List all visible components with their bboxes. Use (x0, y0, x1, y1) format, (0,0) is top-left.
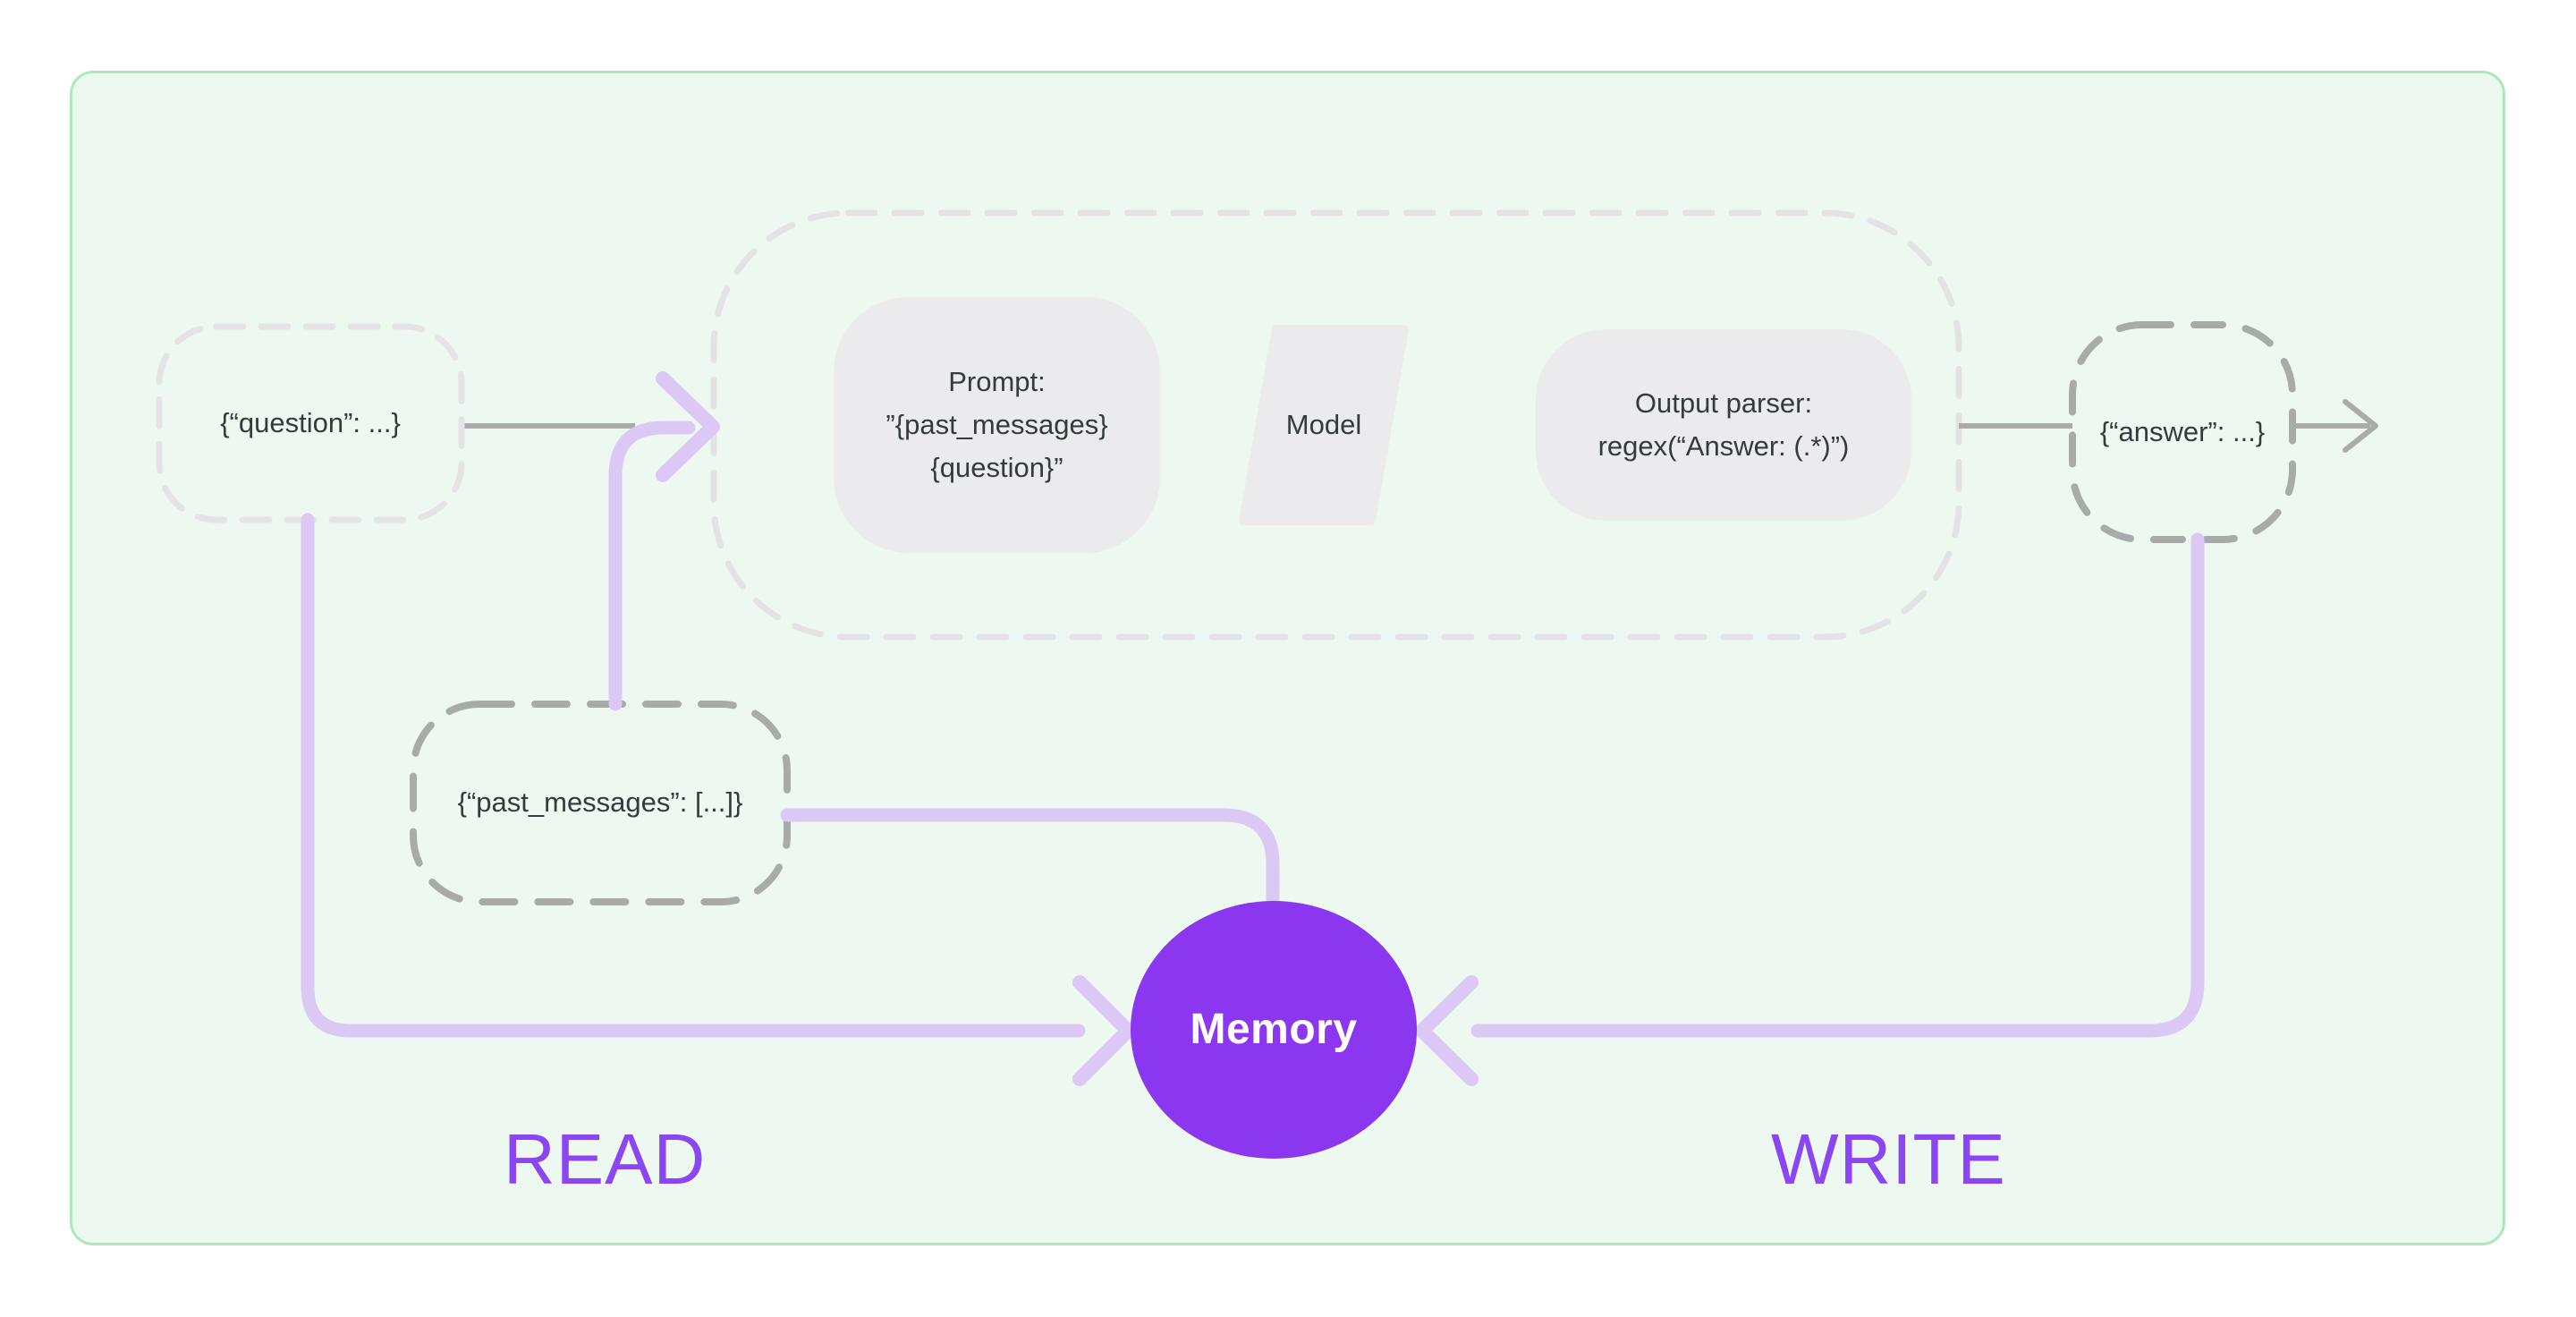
connector-answer-to-memory-write (1470, 532, 2205, 1038)
past-messages-node-dashed-border (410, 701, 791, 905)
memory-node-label: Memory (1190, 1005, 1358, 1053)
connector-past-messages-to-chain (608, 421, 696, 711)
output-parser-node-label: Output parser: regex(“Answer: (.*)”) (1597, 387, 1850, 462)
model-node-label: Model (1285, 408, 1362, 440)
read-annotation: READ (504, 1119, 707, 1199)
arrowhead-into-memory-right-icon (1415, 975, 1479, 1086)
write-annotation: WRITE (1771, 1119, 2006, 1199)
model-node-parallelogram (1239, 325, 1409, 525)
prompt-node-shape (834, 297, 1160, 553)
arrowhead-output-right-icon (2343, 399, 2378, 453)
connector-question-to-memory-read (301, 513, 1086, 1038)
connector-past-messages-to-memory (780, 808, 1280, 905)
past-messages-node-label: {“past_messages”: [...]} (457, 786, 743, 819)
question-node-label: {“question”: ...} (220, 406, 401, 438)
answer-node-dashed-border (2069, 321, 2296, 543)
arrowhead-into-chain-icon (656, 371, 720, 482)
output-parser-node-shape (1536, 329, 1911, 521)
memory-node-ellipse (1131, 901, 1417, 1159)
prompt-node-label: Prompt: ”{past_messages} {question}” (886, 365, 1108, 484)
arrowhead-into-memory-left-icon (1072, 975, 1135, 1086)
answer-node-label: {“answer”: ...} (2099, 415, 2266, 447)
